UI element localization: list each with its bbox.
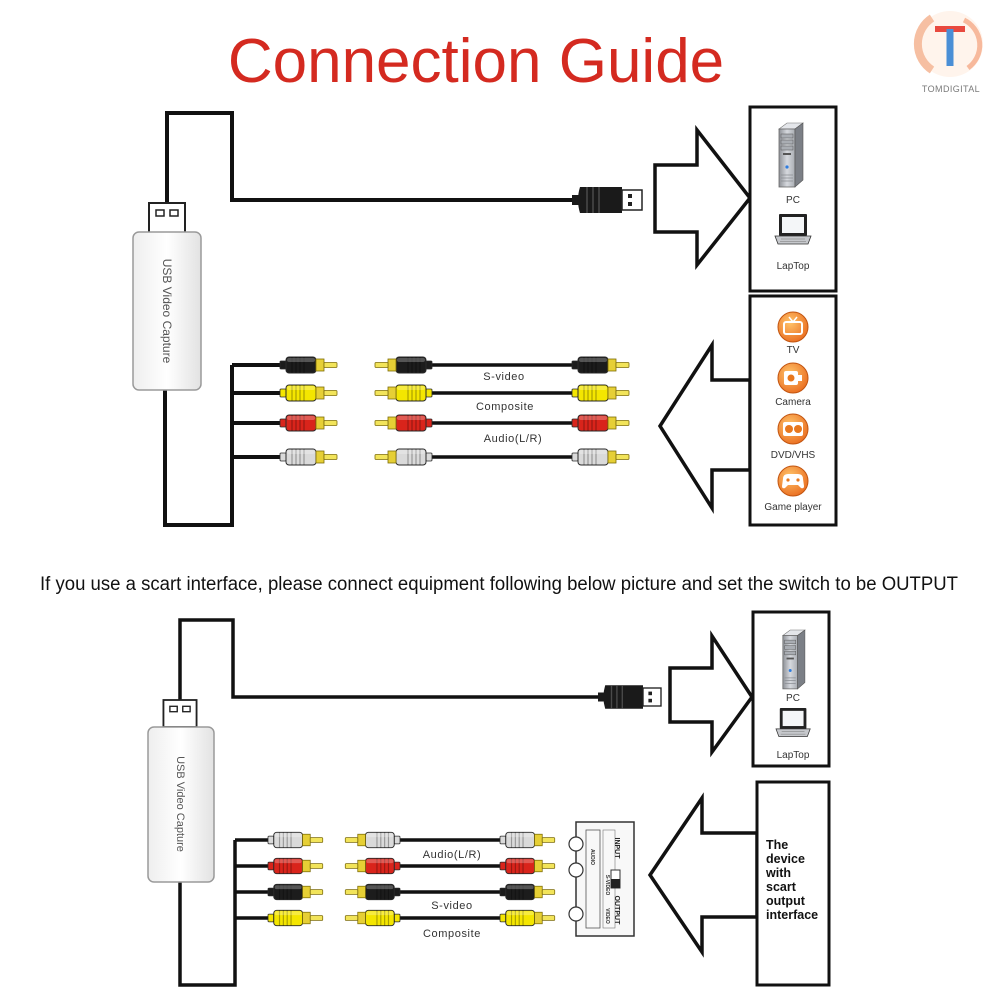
svideo-label: S-video bbox=[483, 371, 525, 383]
arrow-to-computer bbox=[653, 124, 753, 271]
dvd-label: DVD/VHS bbox=[771, 450, 816, 461]
scart-device-line: The bbox=[766, 838, 788, 852]
usb-cable bbox=[178, 618, 600, 701]
laptop-label: LapTop bbox=[777, 261, 810, 272]
top-diagram: S-video Composite Audio(L/R) USB Video C… bbox=[132, 105, 838, 527]
svideo-plug-left bbox=[267, 883, 324, 901]
audio-r-cable-plug-b bbox=[571, 414, 630, 432]
audio-r-cable-plug-a bbox=[374, 414, 433, 432]
logo-text: TOMDIGITAL bbox=[922, 84, 980, 94]
dvd-icon bbox=[777, 413, 809, 445]
scart-device-box bbox=[755, 780, 831, 987]
svideo-cable-plug-a bbox=[374, 356, 433, 374]
av-cable-trunk bbox=[178, 840, 237, 987]
audio-l-cable-plug-a bbox=[344, 831, 401, 849]
laptop-icon bbox=[774, 213, 812, 245]
scart-device-line: scart bbox=[766, 880, 797, 894]
composite-label: Composite bbox=[476, 401, 534, 413]
pc-label: PC bbox=[786, 195, 800, 206]
camera-icon bbox=[777, 362, 809, 394]
scart-device-line: interface bbox=[766, 908, 818, 922]
audio-right-plug-left bbox=[279, 414, 338, 432]
av-cable-branches bbox=[232, 363, 282, 459]
usb-video-capture-device bbox=[147, 726, 215, 883]
audio-r-cable-plug-b bbox=[499, 857, 556, 875]
composite-cable-plug-b bbox=[499, 909, 556, 927]
pc-icon bbox=[778, 122, 804, 188]
audio-label: Audio(L/R) bbox=[484, 433, 543, 445]
scart-device-line: output bbox=[766, 894, 806, 908]
audio-right-plug-left bbox=[267, 857, 324, 875]
audio-left-plug-left bbox=[279, 448, 338, 466]
scart-video-label: VIDEO bbox=[604, 908, 610, 924]
usb-a-plug bbox=[597, 684, 662, 710]
middle-av-cables bbox=[398, 838, 502, 920]
svideo-plug-left bbox=[279, 356, 338, 374]
audio-left-plug-left bbox=[267, 831, 324, 849]
scart-instruction-text: If you use a scart interface, please con… bbox=[40, 574, 958, 595]
svideo-cable-plug-b bbox=[499, 883, 556, 901]
av-cable-trunk bbox=[163, 365, 234, 527]
arrow-to-computer bbox=[668, 630, 755, 758]
scart-output-label: OUTPUT bbox=[613, 896, 620, 926]
composite-label: Composite bbox=[423, 928, 481, 940]
tomdigital-logo bbox=[913, 11, 983, 77]
arrow-from-scart-device bbox=[647, 792, 759, 958]
scart-device-line: with bbox=[765, 866, 791, 880]
logo-arc bbox=[913, 14, 935, 74]
scart-adapter: INPUT OUTPUT AUDIO S-VIDEO VIDEO bbox=[568, 821, 635, 937]
camera-label: Camera bbox=[775, 397, 811, 408]
device-label: USB Video Capture bbox=[174, 756, 186, 852]
laptop-icon bbox=[775, 707, 811, 737]
av-cable-branches bbox=[235, 838, 270, 920]
composite-plug-left bbox=[267, 909, 324, 927]
page-title: Connection Guide bbox=[228, 27, 724, 96]
pc-label: PC bbox=[786, 693, 800, 704]
audio-l-cable-plug-a bbox=[374, 448, 433, 466]
composite-cable-plug-a bbox=[344, 909, 401, 927]
composite-plug-left bbox=[279, 384, 338, 402]
audio-r-cable-plug-a bbox=[344, 857, 401, 875]
tv-icon bbox=[777, 311, 809, 343]
usb-a-plug bbox=[571, 186, 643, 214]
svideo-cable-plug-a bbox=[344, 883, 401, 901]
scart-audio-label: AUDIO bbox=[589, 849, 595, 865]
composite-cable-plug-a bbox=[374, 384, 433, 402]
composite-cable-plug-b bbox=[571, 384, 630, 402]
usb-stick-connector bbox=[162, 699, 198, 728]
audio-l-cable-plug-b bbox=[499, 831, 556, 849]
usb-video-capture-device bbox=[132, 231, 202, 391]
arrow-from-sources bbox=[657, 339, 752, 515]
scart-device-line: device bbox=[766, 852, 805, 866]
game-player-label: Game player bbox=[764, 502, 822, 513]
bottom-diagram: Audio(L/R) S-video Composite USB Video C… bbox=[147, 610, 831, 987]
svideo-label: S-video bbox=[431, 900, 473, 912]
usb-cable bbox=[165, 111, 574, 205]
audio-l-cable-plug-b bbox=[571, 448, 630, 466]
usb-stick-connector bbox=[148, 202, 186, 234]
audio-label: Audio(L/R) bbox=[423, 849, 482, 861]
laptop-label: LapTop bbox=[777, 750, 810, 761]
tv-label: TV bbox=[787, 345, 800, 356]
pc-icon bbox=[782, 629, 806, 690]
scart-input-label: INPUT bbox=[613, 838, 620, 860]
svideo-cable-plug-b bbox=[571, 356, 630, 374]
middle-av-cables bbox=[430, 363, 574, 459]
game-player-icon bbox=[777, 465, 809, 497]
device-label: USB Video Capture bbox=[160, 259, 174, 364]
scart-svideo-label: S-VIDEO bbox=[604, 875, 610, 896]
